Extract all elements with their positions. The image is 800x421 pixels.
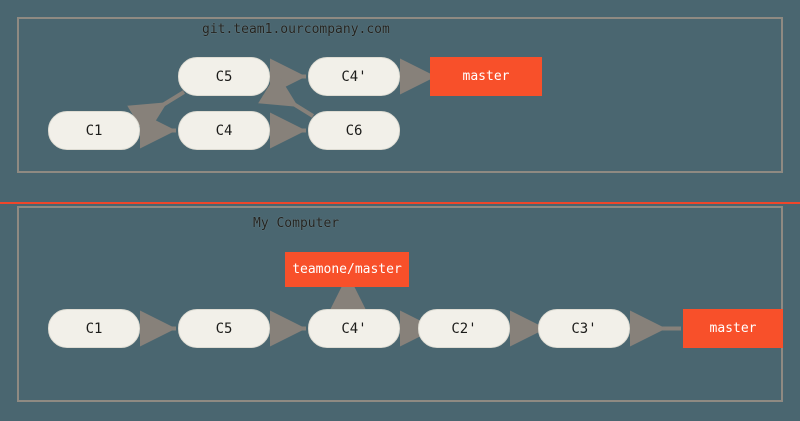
commit-node-c4-remote[interactable]: C4 [178,111,270,150]
panel-local-repository [17,206,783,402]
commit-node-c1-local[interactable]: C1 [48,309,140,348]
commit-label: C5 [215,68,233,85]
commit-node-c5-remote[interactable]: C5 [178,57,270,96]
commit-node-c2prime-local[interactable]: C2' [418,309,510,348]
commit-node-c5-local[interactable]: C5 [178,309,270,348]
commit-label: C4' [341,320,367,337]
commit-node-c4prime-local[interactable]: C4' [308,309,400,348]
commit-label: C1 [85,122,103,139]
panel-local-title: My Computer [253,216,340,231]
commit-node-c3prime-local[interactable]: C3' [538,309,630,348]
panel-divider-rule [0,202,800,204]
panel-remote-repository [17,17,783,173]
branch-label-teamone-master[interactable]: teamone/master [285,252,409,287]
branch-label-text: teamone/master [292,262,402,277]
branch-label-master-local[interactable]: master [683,309,783,348]
commit-node-c6-remote[interactable]: C6 [308,111,400,150]
commit-label: C2' [451,320,477,337]
commit-label: C5 [215,320,233,337]
commit-label: C3' [571,320,597,337]
commit-label: C6 [345,122,363,139]
commit-label: C4' [341,68,367,85]
branch-label-master-remote[interactable]: master [430,57,542,96]
commit-label: C4 [215,122,233,139]
commit-node-c1-remote[interactable]: C1 [48,111,140,150]
commit-label: C1 [85,320,103,337]
commit-node-c4prime-remote[interactable]: C4' [308,57,400,96]
branch-label-text: master [462,69,510,84]
panel-remote-title: git.team1.ourcompany.com [202,22,390,37]
branch-label-text: master [709,321,757,336]
